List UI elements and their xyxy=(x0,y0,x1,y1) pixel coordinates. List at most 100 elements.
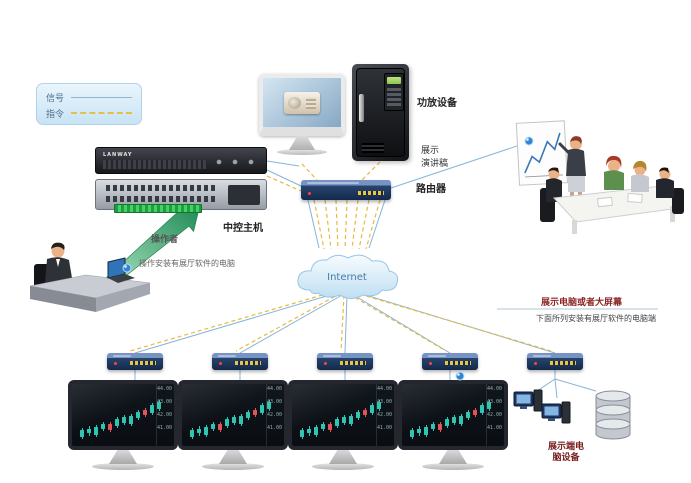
amplifier-label: 功放设备 xyxy=(417,98,457,109)
presentation-label: 演讲稿 xyxy=(421,159,449,169)
table-leg xyxy=(670,206,675,222)
switch-led xyxy=(429,362,432,365)
router-ports xyxy=(358,191,384,195)
router-led xyxy=(308,192,311,195)
internet-cloud: Internet xyxy=(297,254,399,299)
switch-ports xyxy=(130,361,156,365)
candlestick-chart xyxy=(297,387,383,441)
switch-highlight xyxy=(428,355,446,357)
switch-led xyxy=(324,362,327,365)
monitor-base xyxy=(312,463,374,470)
signal-line-sample xyxy=(71,96,132,98)
monitor-base xyxy=(422,463,484,470)
legend-row-command: 指令 xyxy=(46,105,132,121)
switch-highlight xyxy=(533,355,551,357)
operator-desc-label: 操作安装有展厅软件的电脑 xyxy=(139,259,235,268)
keypad-lcd xyxy=(387,77,401,84)
pc-icon xyxy=(513,389,543,412)
big-screen-desc-label: 下面所列安装有展厅软件的电脑端 xyxy=(536,314,656,323)
seated-man-left xyxy=(540,167,562,222)
presentation-board xyxy=(515,120,569,186)
central-control-rack: LANWAY xyxy=(95,147,267,213)
command-lines xyxy=(129,161,552,352)
legend-box: 信号 指令 xyxy=(36,83,142,125)
seated-man-right xyxy=(656,167,684,214)
operator-label: 操作者 xyxy=(151,235,179,245)
router-device xyxy=(301,180,391,200)
monitor-stand xyxy=(329,450,357,464)
table-leg xyxy=(572,220,577,234)
paper-sheet xyxy=(597,196,613,208)
switch-device xyxy=(317,353,373,370)
switch-ports xyxy=(340,361,366,365)
switch-ports xyxy=(550,361,576,365)
switch-ports xyxy=(235,361,261,365)
seated-woman-1 xyxy=(604,155,624,190)
switch-led xyxy=(534,362,537,365)
pc-icon xyxy=(541,401,571,424)
server-group-label: 展示端电 脑设备 xyxy=(524,442,608,465)
switch-highlight xyxy=(323,355,341,357)
operator-scene xyxy=(29,242,151,312)
switch-highlight xyxy=(113,355,131,357)
router-label: 路由器 xyxy=(416,184,446,195)
server-label-line2: 脑设备 xyxy=(552,453,580,464)
rack-button-row xyxy=(106,185,218,191)
switch-led xyxy=(219,362,222,365)
router-highlight xyxy=(307,182,359,184)
meeting-scene xyxy=(515,120,684,234)
rack-button-row xyxy=(106,196,218,202)
imac-stand xyxy=(289,136,315,150)
rack-vents xyxy=(103,160,207,169)
monitor-stand xyxy=(219,450,247,464)
internet-label: Internet xyxy=(327,272,367,283)
rack-module xyxy=(228,185,260,205)
imac-base xyxy=(277,149,327,155)
laptop xyxy=(107,257,135,283)
monitor-stand xyxy=(439,450,467,464)
server-label-line1: 展示端电 xyxy=(547,442,584,452)
monitor-base xyxy=(202,463,264,470)
paper-sheet xyxy=(627,192,643,204)
amplifier-vents xyxy=(362,143,384,153)
switch-device xyxy=(212,353,268,370)
imac-monitor xyxy=(259,74,345,155)
legend-row-signal: 信号 xyxy=(46,89,132,105)
database-icon xyxy=(595,390,631,440)
amplifier-handle xyxy=(359,94,364,122)
device-on-screen-icon xyxy=(284,91,320,114)
rack-brand-label: LANWAY xyxy=(103,152,133,158)
legend-command-label: 指令 xyxy=(46,109,65,120)
amplifier-device xyxy=(352,64,409,161)
switch-highlight xyxy=(218,355,236,357)
imac-screen xyxy=(259,74,345,136)
operator-figure xyxy=(45,242,73,284)
keypad-keys xyxy=(387,86,401,106)
amplifier-keypad xyxy=(384,73,404,111)
switch-ports xyxy=(445,361,471,365)
candlestick-chart xyxy=(407,387,493,441)
display-label: 展示 xyxy=(421,146,440,156)
rack-unit-bottom xyxy=(95,179,267,213)
switch-device xyxy=(527,353,583,370)
legend-signal-label: 信号 xyxy=(46,93,65,104)
monitor-stand xyxy=(109,450,137,464)
switch-led xyxy=(114,362,117,365)
command-line-sample xyxy=(71,112,132,114)
seated-woman-2 xyxy=(631,160,649,192)
monitor-base xyxy=(92,463,154,470)
cloud-shape xyxy=(297,254,399,299)
